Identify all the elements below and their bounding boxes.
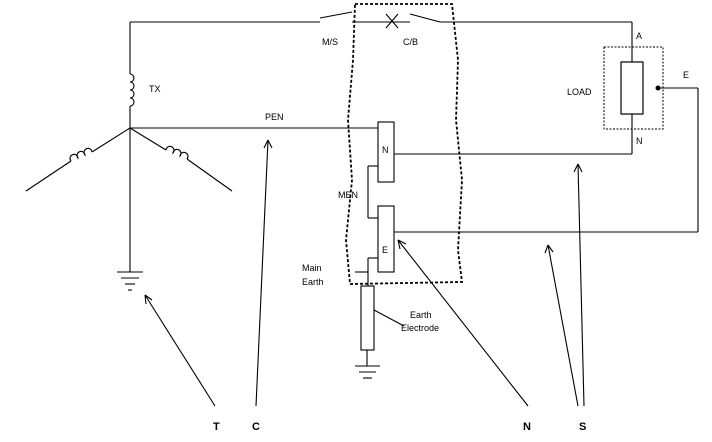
main-switch-icon bbox=[319, 11, 353, 19]
transformer-earth-icon bbox=[117, 128, 143, 291]
men-label: MEN bbox=[338, 190, 358, 200]
circuit-breaker-label: C/B bbox=[403, 37, 418, 47]
load-neutral-label: N bbox=[636, 136, 643, 146]
earth-electrode-label-line2: Electrode bbox=[401, 323, 439, 333]
neutral-bar bbox=[377, 121, 395, 183]
load-resistor-icon bbox=[620, 61, 644, 115]
pen-label: PEN bbox=[265, 112, 284, 122]
load-active-label: A bbox=[636, 31, 642, 41]
letter-t: T bbox=[213, 421, 220, 433]
load-enclosure bbox=[603, 46, 664, 130]
earth-electrode-label-line1: Earth bbox=[410, 310, 432, 320]
neutral-bar-label: N bbox=[382, 145, 389, 155]
earth-electrode-icon bbox=[360, 285, 375, 351]
letter-s: S bbox=[579, 421, 586, 433]
earth-bar bbox=[377, 205, 395, 273]
circuit-breaker-icon bbox=[385, 13, 399, 29]
letter-n: N bbox=[523, 421, 531, 433]
tx-label: TX bbox=[149, 84, 161, 94]
load-label: LOAD bbox=[567, 87, 592, 97]
load-earth-label: E bbox=[683, 70, 689, 80]
transformer-star-windings bbox=[25, 127, 233, 192]
transformer-coil-icon bbox=[129, 22, 135, 128]
electrode-earth-icon bbox=[355, 350, 380, 379]
main-earth-label-line2: Earth bbox=[302, 277, 324, 287]
main-switch-label: M/S bbox=[322, 37, 338, 47]
earth-bar-label: E bbox=[382, 245, 388, 255]
pointer-arrows bbox=[144, 139, 585, 407]
switchboard-outline bbox=[345, 3, 464, 285]
main-earth-label-line1: Main bbox=[302, 263, 322, 273]
letter-c: C bbox=[252, 421, 260, 433]
